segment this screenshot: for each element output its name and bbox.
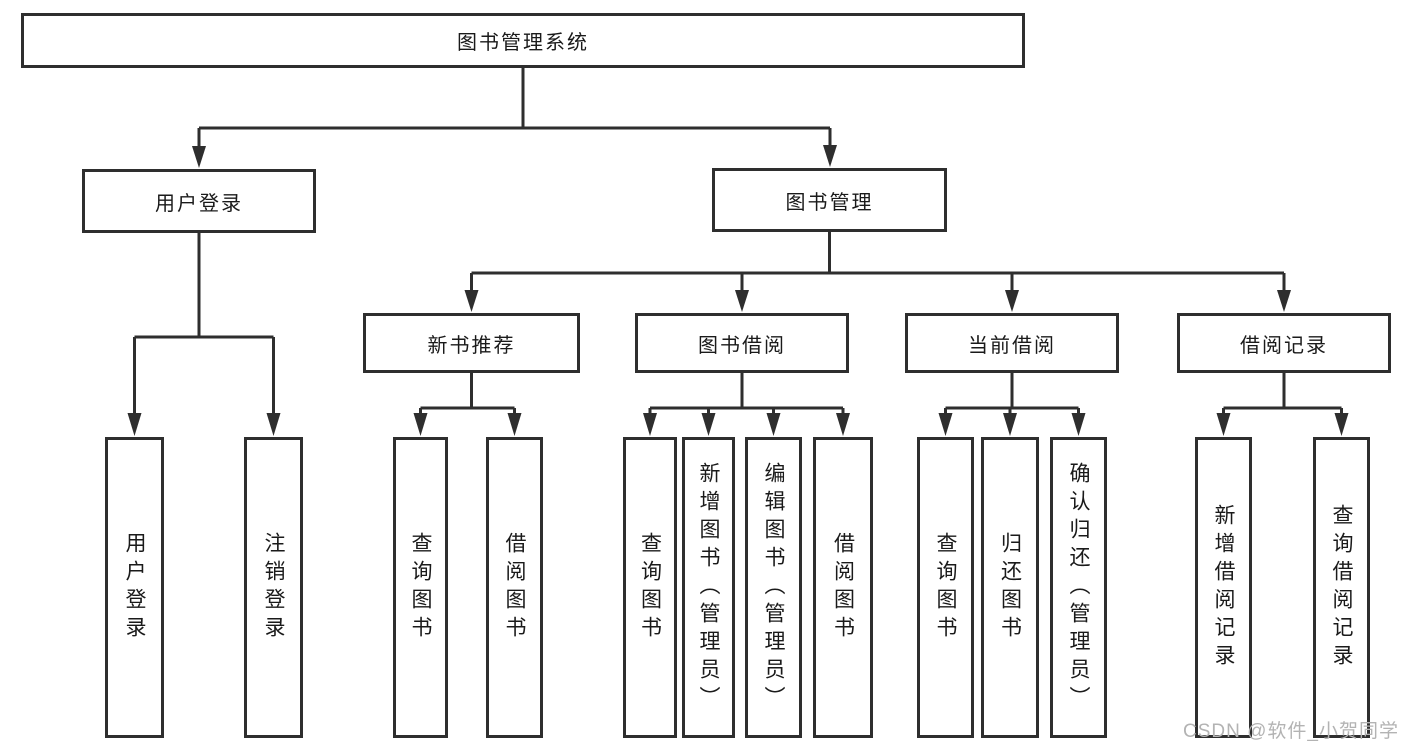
- node-leaf-add-books-admin: 新增图书（管理员）: [682, 437, 735, 738]
- node-root: 图书管理系统: [21, 13, 1025, 68]
- node-leaf-add-borrow-record: 新增借阅记录: [1195, 437, 1252, 738]
- node-leaf-query-borrow-record: 查询借阅记录: [1313, 437, 1370, 738]
- node-book-borrowing: 图书借阅: [635, 313, 849, 373]
- leaf-label: 用户登录: [123, 531, 146, 644]
- node-borrow-records: 借阅记录: [1177, 313, 1391, 373]
- node-leaf-borrow-books: 借阅图书: [813, 437, 873, 738]
- node-leaf-user-login: 用户登录: [105, 437, 164, 738]
- leaf-label: 确认归还（管理员）: [1067, 461, 1090, 714]
- leaf-label: 查询借阅记录: [1330, 503, 1353, 672]
- node-current-borrowing: 当前借阅: [905, 313, 1119, 373]
- node-user-login: 用户登录: [82, 169, 316, 233]
- node-book-management: 图书管理: [712, 168, 947, 232]
- leaf-label: 查询图书: [934, 531, 957, 644]
- node-leaf-query-books-current: 查询图书: [917, 437, 974, 738]
- leaf-label: 归还图书: [998, 531, 1022, 644]
- node-leaf-borrow-books-recommend: 借阅图书: [486, 437, 543, 738]
- leaf-label: 新增借阅记录: [1212, 503, 1235, 672]
- node-leaf-edit-books-admin: 编辑图书（管理员）: [745, 437, 802, 738]
- node-new-book-recommend: 新书推荐: [363, 313, 580, 373]
- leaf-label: 借阅图书: [503, 531, 526, 644]
- leaf-label: 查询图书: [638, 531, 662, 644]
- node-leaf-return-books: 归还图书: [981, 437, 1039, 738]
- leaf-label: 新增图书（管理员）: [697, 461, 720, 714]
- node-leaf-query-books-recommend: 查询图书: [393, 437, 448, 738]
- node-leaf-query-books-borrow: 查询图书: [623, 437, 677, 738]
- leaf-label: 编辑图书（管理员）: [762, 461, 785, 714]
- arrowheads: [127, 145, 1349, 436]
- leaf-label: 注销登录: [262, 531, 285, 644]
- node-leaf-logout: 注销登录: [244, 437, 303, 738]
- leaf-label: 查询图书: [409, 531, 432, 644]
- csdn-watermark: CSDN @软件_小贺同学: [1183, 721, 1399, 742]
- leaf-label: 借阅图书: [831, 531, 855, 644]
- tree-edges: [133, 68, 1343, 414]
- node-leaf-confirm-return-admin: 确认归还（管理员）: [1050, 437, 1107, 738]
